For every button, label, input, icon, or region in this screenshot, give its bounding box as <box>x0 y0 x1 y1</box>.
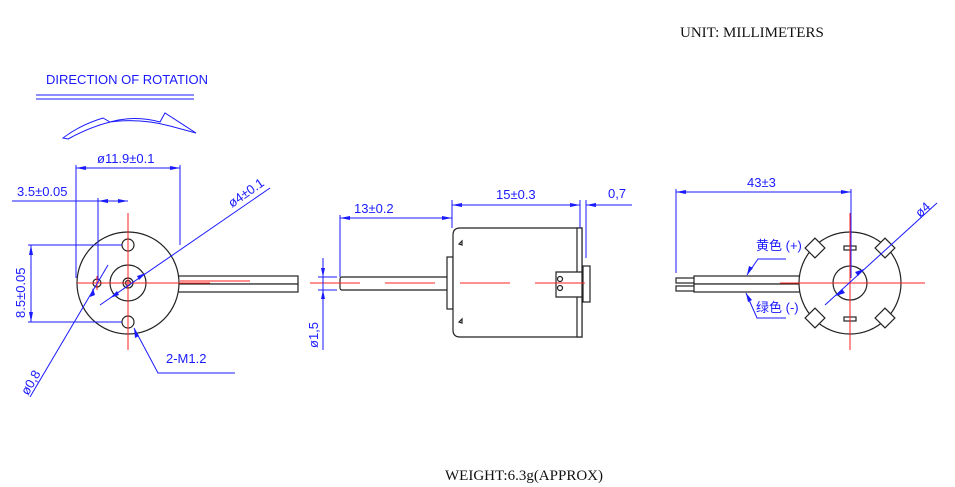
dim-lead-length: 43±3 <box>747 175 776 190</box>
dim-hole-spacing: 8.5±0.05 <box>13 267 28 318</box>
dim-mount-holes: 2-M1.2 <box>166 351 206 366</box>
negative-lead-label: 绿色 (-) <box>756 300 799 315</box>
positive-lead-label: 黄色 (+) <box>756 238 802 253</box>
side-view: 13±0.2 15±0.3 0,7 ø1,5 <box>306 186 632 350</box>
rotation-arrow-icon <box>61 112 197 140</box>
dim-shaft-diameter: ø1,5 <box>306 322 321 348</box>
dim-body-length: 15±0.3 <box>496 187 536 202</box>
weight-label: WEIGHT:6.3g(APPROX) <box>445 468 603 484</box>
dim-hole-offset: 3.5±0.05 <box>17 184 68 199</box>
rotation-label: DIRECTION OF ROTATION <box>46 72 208 87</box>
dim-shaft-length: 13±0.2 <box>354 201 394 216</box>
dim-cap-thickness: 0,7 <box>608 186 626 201</box>
dim-vent-hole: ø0,8 <box>18 367 44 397</box>
front-view: ø11.9±0.1 3.5±0.05 8.5±0.05 ø4±0.1 ø0,8 … <box>12 151 299 398</box>
rear-view: 43±3 ø4 黄色 (+) 绿色 (-) <box>675 175 938 350</box>
dim-rear-boss-diameter: ø4 <box>912 199 933 220</box>
dim-outer-diameter: ø11.9±0.1 <box>97 151 154 166</box>
unit-label: UNIT: MILLIMETERS <box>680 25 824 41</box>
rotation-indicator: DIRECTION OF ROTATION <box>36 72 208 140</box>
